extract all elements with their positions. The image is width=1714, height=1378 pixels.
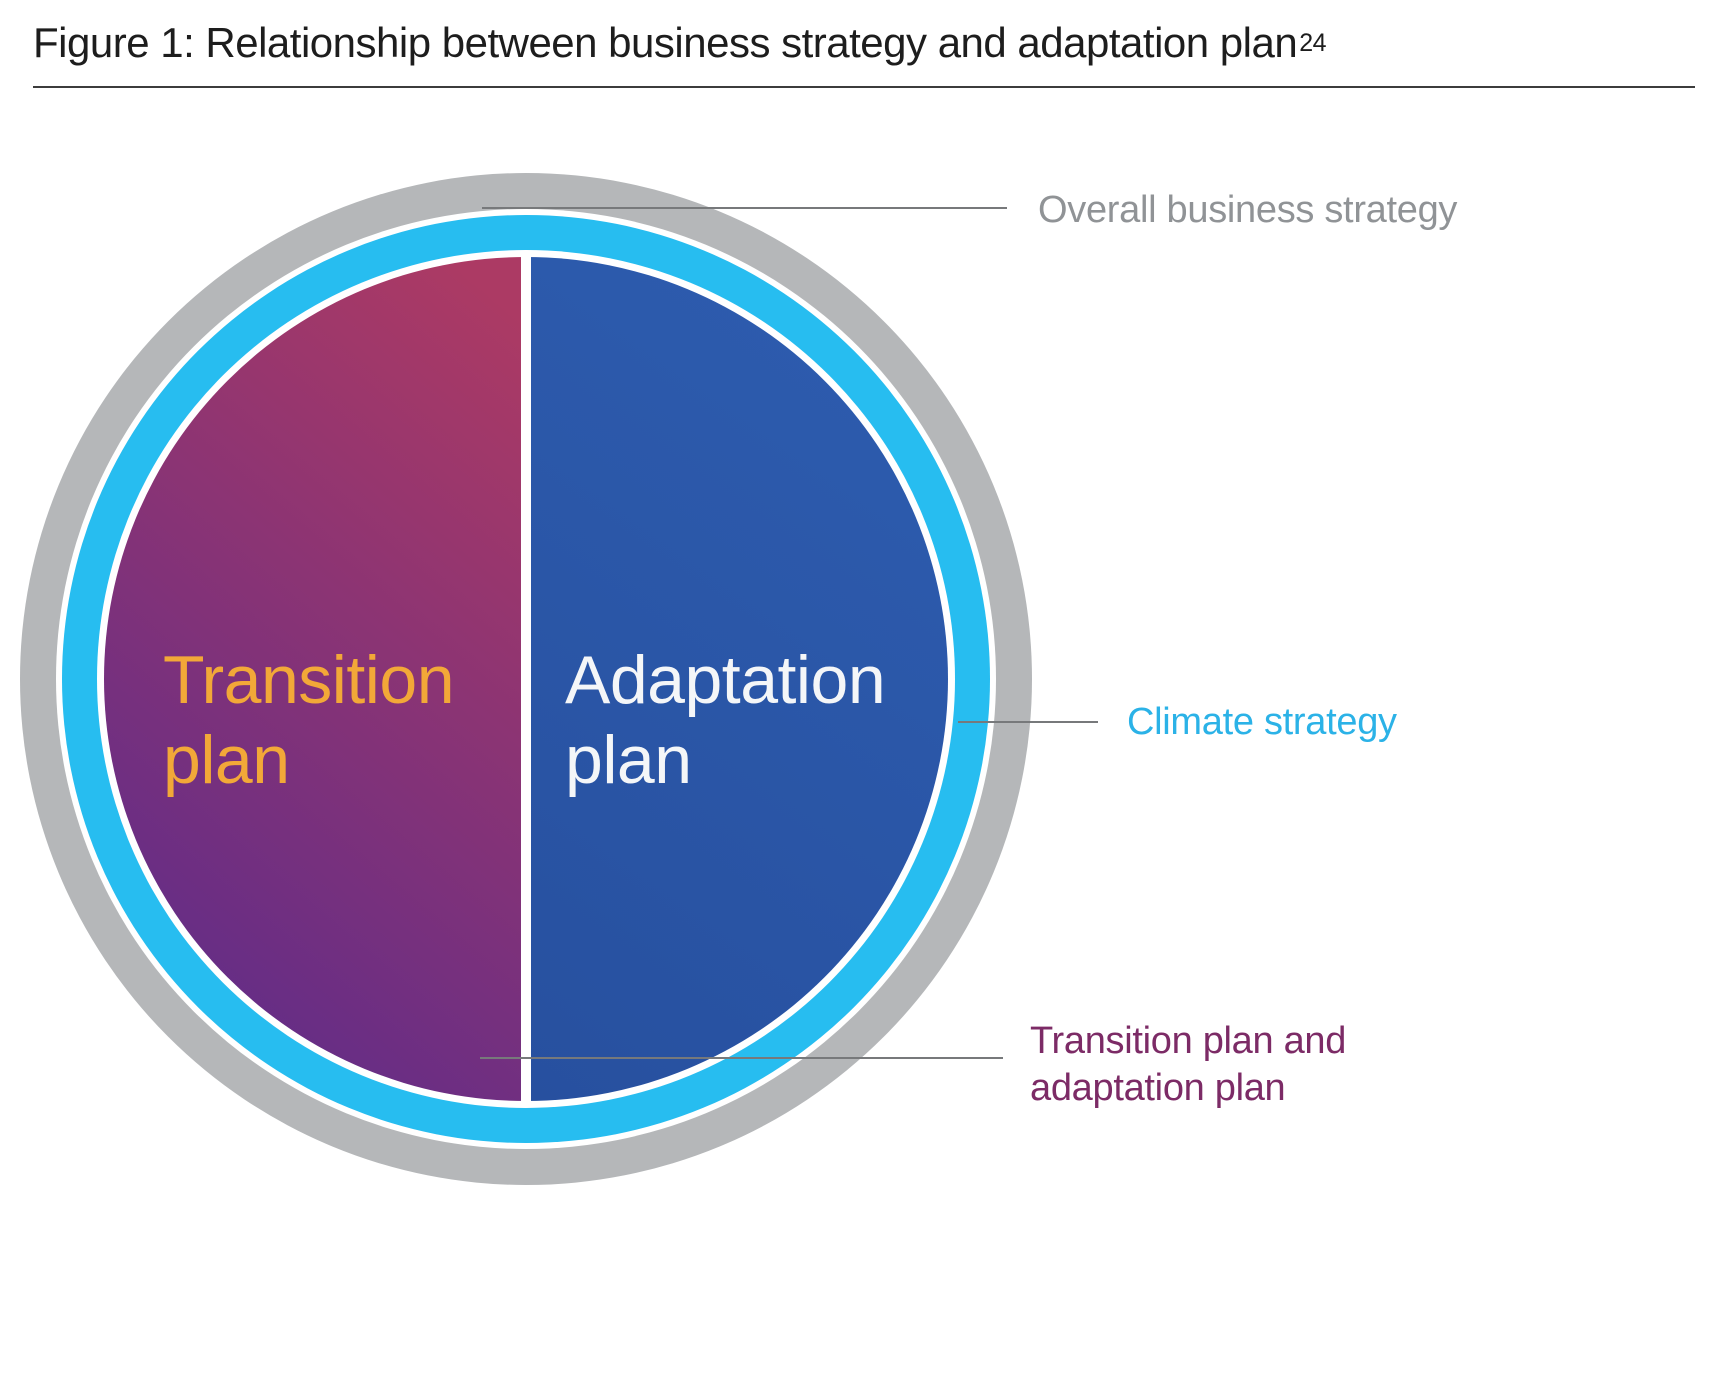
figure-title: Figure 1: Relationship between business …	[33, 18, 1326, 68]
climate-strategy-annotation: Climate strategy	[1127, 701, 1397, 743]
title-divider-rule	[33, 86, 1695, 88]
leader-line-overall-business-strategy	[482, 207, 1007, 209]
transition-adaptation-annotation: Transition plan and adaptation plan	[1030, 1018, 1346, 1112]
inner-plans-circle	[104, 257, 948, 1101]
figure-title-text: Figure 1: Relationship between business …	[33, 19, 1298, 66]
overall-business-strategy-ring	[20, 173, 1032, 1185]
transition-adaptation-annotation-line1: Transition plan and	[1030, 1020, 1347, 1062]
transition-plan-label: Transition plan	[163, 642, 455, 798]
adaptation-plan-label: Adaptation plan	[565, 642, 886, 798]
overall-business-strategy-annotation: Overall business strategy	[1038, 189, 1458, 231]
half-divider	[521, 257, 531, 1101]
figure-title-footnote: 24	[1299, 29, 1326, 57]
leader-line-transition-adaptation	[480, 1057, 1003, 1059]
leader-line-climate-strategy	[958, 721, 1098, 723]
transition-adaptation-annotation-line2: adaptation plan	[1030, 1067, 1286, 1109]
